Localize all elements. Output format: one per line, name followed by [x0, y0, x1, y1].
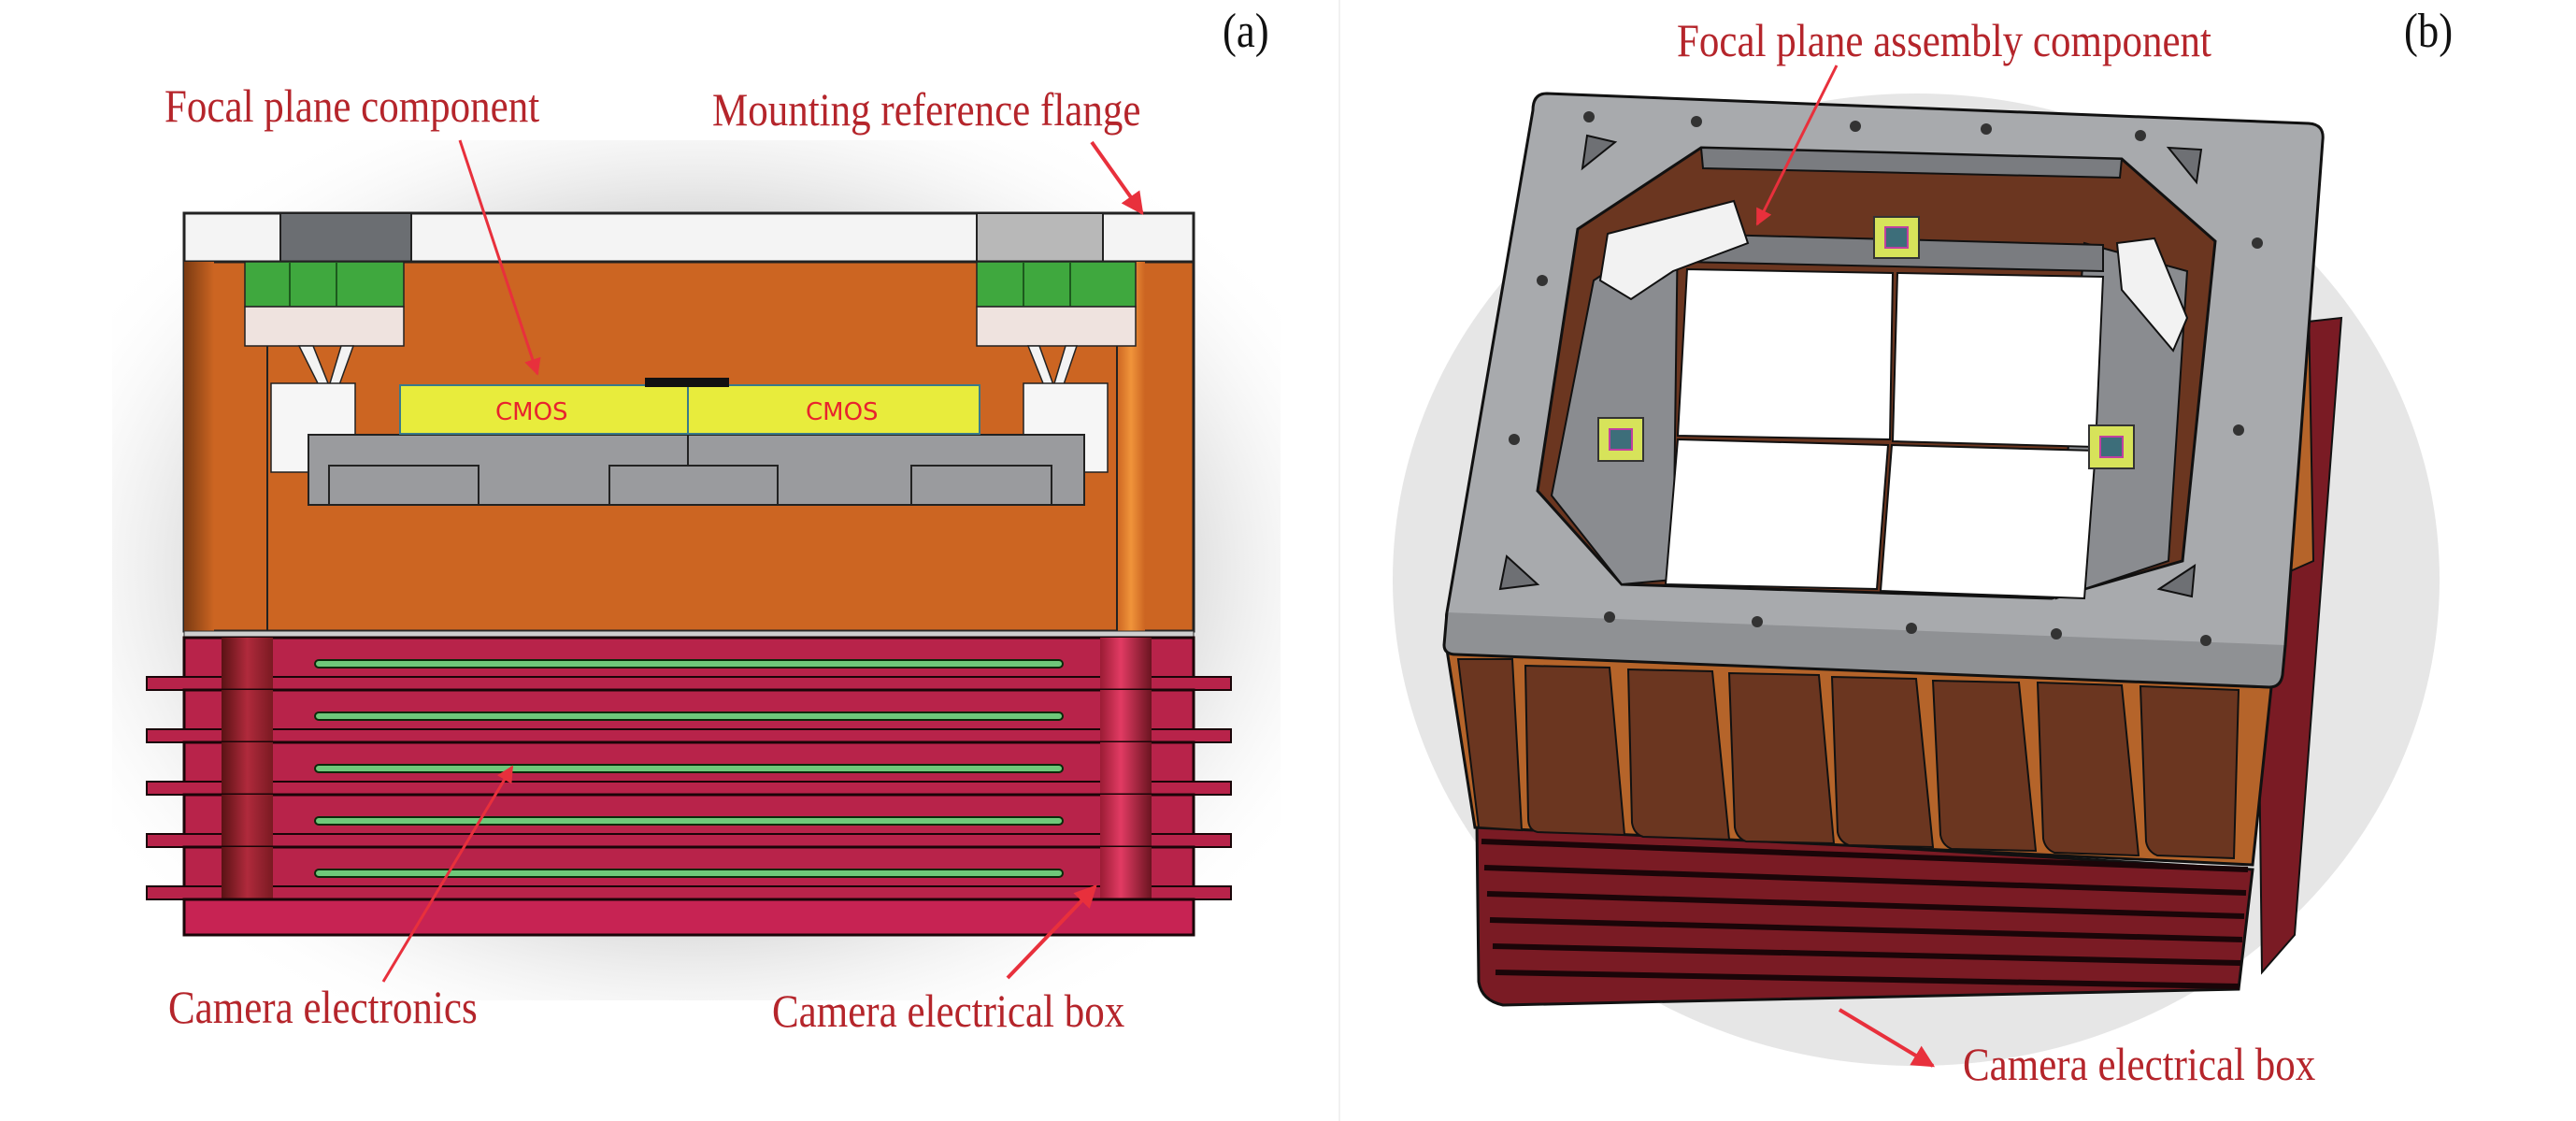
- pcb-board: [314, 869, 1064, 878]
- box-layer-groove: [1483, 865, 2247, 896]
- arrow-mounting-flange: [1090, 140, 1144, 215]
- bolt-hole: [1604, 611, 1615, 623]
- cmos-module-right: [687, 384, 980, 435]
- electronics-board: [146, 636, 1232, 692]
- label-mounting-reference-flange: Mounting reference flange: [712, 83, 1141, 136]
- bolt-hole: [2200, 635, 2211, 646]
- guide-chip-top: [1873, 216, 1920, 259]
- box-layer-groove: [1495, 970, 2240, 989]
- bolt-hole: [1906, 623, 1917, 634]
- bolt-hole: [2135, 130, 2146, 141]
- cmos-label-right: CMOS: [806, 398, 879, 426]
- detector-window-4: [1879, 443, 2097, 600]
- electrical-box-base: [182, 898, 1195, 937]
- bolt-hole: [2233, 424, 2244, 436]
- electronics-board: [146, 793, 1232, 849]
- cmos-label-left: CMOS: [495, 398, 568, 426]
- bracket-left-3d: [1598, 199, 1750, 301]
- focal-plane-flange-3d: [1442, 92, 2325, 689]
- electronics-board: [146, 845, 1232, 901]
- arrow-camera-electrical-box-a: [1006, 884, 1097, 980]
- detector-window-1: [1676, 267, 1895, 441]
- arrow-focal-plane-assembly: [1755, 65, 1839, 226]
- cmos-module-left: [399, 384, 689, 435]
- detector-base-plate: [308, 397, 1085, 506]
- panel-b-drawing: [1393, 92, 2440, 1066]
- pcb-board: [314, 764, 1064, 773]
- pcb-board: [314, 659, 1064, 668]
- bolt-hole: [1509, 434, 1520, 445]
- arrow-camera-electrical-box-b: [1838, 1008, 1936, 1068]
- guide-chip-left: [1597, 417, 1644, 462]
- box-layer-groove: [1486, 891, 2245, 919]
- bolt-hole: [1537, 275, 1548, 286]
- electronics-board: [146, 740, 1232, 797]
- label-focal-plane-assembly-component: Focal plane assembly component: [1677, 14, 2212, 66]
- arrow-camera-electronics: [381, 765, 514, 983]
- pcb-board: [314, 711, 1064, 721]
- box-layer-groove: [1481, 839, 2249, 872]
- pcb-board: [314, 816, 1064, 826]
- bolt-hole: [1583, 111, 1595, 122]
- camera-electrical-box-3d: [1475, 821, 2254, 1007]
- label-camera-electronics: Camera electronics: [168, 981, 478, 1033]
- box-layer-groove: [1492, 943, 2241, 966]
- electronics-board: [146, 688, 1232, 744]
- detector-window-3: [1664, 438, 1890, 591]
- panel-b-tag: (b): [2404, 5, 2454, 58]
- label-camera-electrical-box-b: Camera electrical box: [1963, 1038, 2316, 1090]
- cmos-modules: CMOS CMOS: [399, 378, 980, 435]
- camera-electrical-box-side-view: [146, 630, 1232, 937]
- bolt-hole: [1981, 123, 1992, 135]
- arrow-focal-plane-component: [458, 139, 541, 376]
- bolt-hole: [1752, 616, 1763, 627]
- bolt-hole: [2051, 628, 2062, 640]
- bolt-hole: [1691, 116, 1702, 127]
- panel-divider: [1338, 0, 1340, 1121]
- box-layer-groove: [1489, 917, 2243, 942]
- label-camera-electrical-box-a: Camera electrical box: [772, 984, 1125, 1037]
- guide-chip-right: [2088, 424, 2135, 469]
- label-focal-plane-component: Focal plane component: [165, 79, 540, 132]
- detector-window-2: [1891, 271, 2105, 449]
- panel-a-tag: (a): [1223, 5, 1269, 58]
- panel-a-drawing: CMOS CMOS: [112, 140, 1281, 1000]
- bolt-hole: [1850, 121, 1861, 132]
- mounting-reference-flange: [182, 211, 1195, 264]
- bolt-hole: [2252, 237, 2263, 249]
- bracket-right-3d: [2115, 237, 2189, 352]
